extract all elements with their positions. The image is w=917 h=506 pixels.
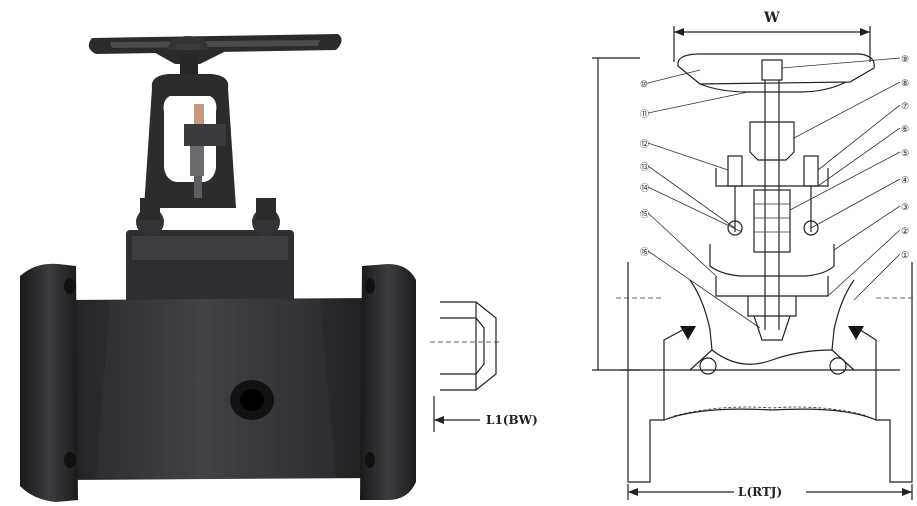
part-10-label: ⑩ [640, 80, 648, 90]
bonnet [126, 198, 294, 308]
part-7-label: ⑦ [901, 102, 909, 112]
part-15-label: ⑮ [640, 209, 649, 220]
part-8-label: ⑧ [901, 79, 909, 89]
part-5-label: ⑤ [901, 149, 909, 159]
left-flange [20, 263, 78, 502]
part-11-label: ⑪ [640, 109, 649, 120]
valve-photo [20, 34, 416, 502]
valve-body [62, 298, 376, 480]
part-6-label: ⑥ [901, 125, 909, 135]
width-dimension-label: W [763, 10, 780, 26]
part-2-label: ② [901, 227, 909, 237]
bw-end-detail: L1(BW) [430, 301, 538, 432]
part-1-label: ① [901, 251, 909, 261]
part-4-label: ④ [901, 176, 909, 186]
right-flange [360, 264, 416, 500]
part-callouts: ⑩ ⑪ ⑫ ⑬ ⑭ ⑮ ⑯ ⑨ ⑧ ⑦ ⑥ ⑤ ④ ③ ② ① [640, 55, 909, 261]
part-14-label: ⑭ [640, 183, 649, 194]
handwheel [88, 34, 342, 74]
section-drawing: W [592, 10, 914, 500]
part-16-label: ⑯ [640, 247, 649, 258]
part-13-label: ⑬ [640, 162, 649, 173]
part-3-label: ③ [901, 203, 909, 213]
part-12-label: ⑫ [640, 139, 649, 150]
bw-length-label: L1(BW) [486, 413, 538, 427]
part-9-label: ⑨ [901, 55, 909, 65]
yoke [144, 74, 236, 208]
rtj-length-label: L(RTJ) [738, 485, 782, 499]
